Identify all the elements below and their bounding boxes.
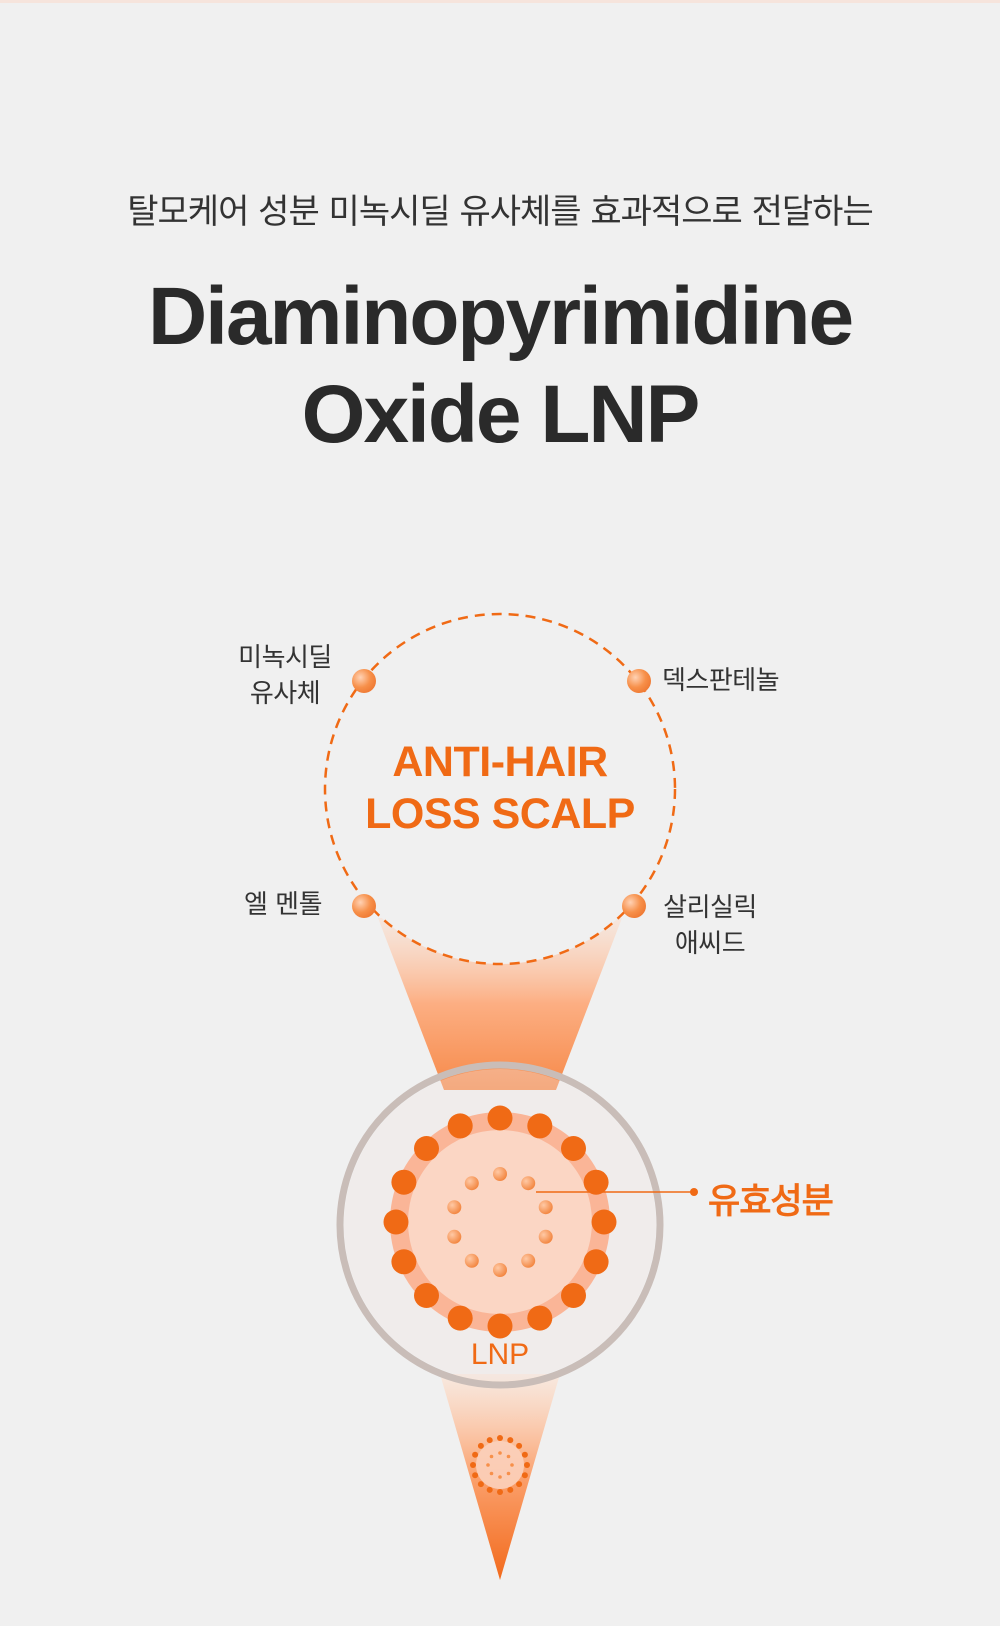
mini-lnp-inner-dot	[498, 1451, 502, 1455]
mini-lnp-inner-dot	[506, 1471, 511, 1476]
ingredient-label-top-left-line-1: 미녹시딜	[238, 643, 332, 673]
lnp-shell-dot	[561, 1283, 586, 1308]
lnp-shell-dot	[414, 1283, 439, 1308]
ingredient-label-bottom-right: 살리실릭 애씨드	[650, 890, 770, 962]
ingredient-label-top-right-text: 덱스판테놀	[662, 666, 780, 696]
active-ingredient-dot	[464, 1253, 479, 1268]
mini-lnp-shell-dot	[507, 1437, 514, 1444]
mini-lnp-shell-dot	[486, 1486, 493, 1493]
lnp-shell-dot	[583, 1169, 609, 1195]
lnp-shell-dot	[447, 1305, 473, 1331]
ingredient-label-bottom-left-text: 엘 멘톨	[244, 890, 323, 920]
mini-lnp-shell-dot	[497, 1489, 503, 1495]
mini-lnp-shell-dot	[521, 1472, 528, 1479]
mini-lnp-shell-dot	[472, 1451, 479, 1458]
lnp-shell-dot	[391, 1169, 417, 1195]
lnp-shell-dot	[591, 1209, 617, 1235]
lnp-inner-dots	[447, 1167, 553, 1277]
scalp-circle-title-line-2: LOSS SCALP	[365, 790, 635, 838]
active-ingredient-dot	[538, 1229, 553, 1244]
lnp-shell-dot	[583, 1249, 609, 1275]
page-title: Diaminopyrimidine Oxide LNP	[0, 268, 1000, 464]
page-subtitle: 탈모케어 성분 미녹시딜 유사체를 효과적으로 전달하는	[127, 192, 873, 232]
mini-lnp-core	[476, 1441, 524, 1489]
ingredient-label-bottom-right-line-1: 살리실릭	[663, 893, 757, 923]
active-ingredient-dot	[447, 1200, 462, 1215]
active-ingredient-dot	[493, 1167, 507, 1181]
scalp-circle	[323, 612, 677, 966]
active-ingredient-dot	[493, 1263, 507, 1277]
lnp-shell-dot	[447, 1113, 473, 1139]
scalp-circle-title: ANTI-HAIR LOSS SCALP	[300, 736, 700, 840]
mini-lnp-shell-dot	[524, 1462, 530, 1468]
active-ingredient-dot	[538, 1200, 553, 1215]
page-title-line-2: Oxide LNP	[301, 369, 701, 460]
mini-lnp-shell-dot	[497, 1435, 503, 1441]
mini-lnp-inner-dot	[498, 1475, 502, 1479]
ingredient-dot-bottom-right	[622, 894, 646, 918]
mini-lnp-shell-dot	[516, 1481, 523, 1488]
lnp-shell-dot	[561, 1136, 586, 1161]
lnp-shell-dot	[527, 1305, 553, 1331]
ingredient-dot-top-right	[627, 669, 651, 693]
mini-lnp-inner-dot	[489, 1471, 494, 1476]
lnp-shell-dot	[391, 1249, 417, 1275]
mini-lnp-shell-dot	[521, 1451, 528, 1458]
lnp-label: LNP	[470, 1338, 530, 1371]
active-ingredient-pointer-dot	[690, 1188, 698, 1196]
mini-lnp-inner-dot	[489, 1454, 494, 1459]
page-title-line-1: Diaminopyrimidine	[147, 271, 854, 362]
ingredient-dot-bottom-left	[352, 894, 376, 918]
mini-lnp-shell-dot	[477, 1481, 484, 1488]
mini-lnp-inner-dot	[486, 1463, 490, 1467]
mini-lnp-dots	[470, 1435, 530, 1495]
scalp-circle-title-line-1: ANTI-HAIR	[392, 738, 608, 786]
active-ingredient-label: 유효성분	[708, 1182, 834, 1222]
lnp-shell-dot	[527, 1113, 553, 1139]
ingredient-label-top-left: 미녹시딜 유사체	[220, 640, 350, 712]
mini-lnp-shell-dot	[486, 1437, 493, 1444]
ingredient-dot-top-left	[352, 669, 376, 693]
ingredient-label-bottom-left: 엘 멘톨	[244, 887, 323, 923]
mini-lnp-shell-dot	[470, 1462, 476, 1468]
mini-lnp-shell-dot	[477, 1442, 484, 1449]
lnp-shell-dot	[383, 1209, 409, 1235]
upper-cone	[378, 918, 622, 1090]
mini-lnp-shell-dot	[516, 1442, 523, 1449]
lnp-shell-dot	[414, 1136, 439, 1161]
mini-lnp-shell-dot	[507, 1486, 514, 1493]
lnp-shell-dot	[487, 1313, 513, 1339]
mini-lnp-inner-dot	[506, 1454, 511, 1459]
ingredient-label-top-right: 덱스판테놀	[662, 663, 780, 699]
lnp-outer-ring	[336, 1061, 664, 1389]
lnp-shell-dots	[383, 1105, 617, 1339]
active-ingredient-dot	[464, 1176, 479, 1191]
top-divider	[0, 0, 1000, 3]
lnp-core	[408, 1130, 592, 1314]
active-ingredient-dot	[521, 1253, 536, 1268]
active-ingredient-dot	[447, 1229, 462, 1244]
ingredient-label-top-left-line-2: 유사체	[249, 679, 321, 709]
ingredient-label-bottom-right-line-2: 애씨드	[674, 929, 746, 959]
lnp-shell-dot	[487, 1105, 513, 1131]
mini-lnp-shell-dot	[472, 1472, 479, 1479]
mini-lnp-inner-dot	[510, 1463, 514, 1467]
active-ingredient-dot	[521, 1176, 536, 1191]
